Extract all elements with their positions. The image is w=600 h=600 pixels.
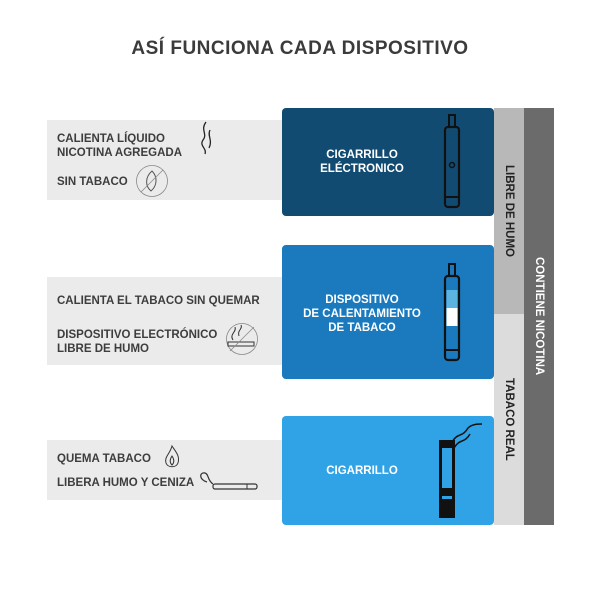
e-cigarette-icon: [443, 114, 461, 209]
no-smoking-icon: [226, 323, 258, 355]
feature-no-tobacco: SIN TABACO: [57, 176, 128, 188]
feature-smoke-ash: LIBERA HUMO Y CENIZA: [57, 477, 195, 489]
device-box-cigarette: CIGARRILLO: [282, 416, 494, 525]
feature-burns-tobacco: QUEMA TABACO: [57, 453, 151, 465]
feature-heats-liquid: CALIENTA LÍQUIDO NICOTINA AGREGADA: [57, 133, 183, 159]
no-leaf-icon: [136, 165, 168, 197]
features-cigarette: QUEMA TABACO LIBERA HUMO Y CENIZA: [47, 440, 283, 500]
flame-icon: [165, 444, 179, 468]
device-label: CIGARRILLO ELÉCTRONICO: [320, 149, 404, 175]
feature-heats-no-burn: CALIENTA EL TABACO SIN QUEMAR: [57, 295, 260, 307]
features-heated-tobacco: CALIENTA EL TABACO SIN QUEMAR DISPOSITIV…: [47, 277, 283, 365]
category-real-tobacco: TABACO REAL: [494, 314, 524, 525]
category-smoke-free: LIBRE DE HUMO: [494, 108, 524, 314]
device-label: DISPOSITIVO DE CALENTAMIENTO DE TABACO: [303, 294, 421, 334]
cigarette-icon: [439, 423, 482, 518]
feature-smoke-free: DISPOSITIVO ELECTRÓNICO LIBRE DE HUMO: [57, 329, 218, 355]
vapor-icon: [201, 121, 212, 155]
burning-cigarette-icon: [200, 472, 258, 490]
features-e-cigarette: CALIENTA LÍQUIDO NICOTINA AGREGADA SIN T…: [47, 120, 283, 200]
category-contains-nicotine: CONTIENE NICOTINA: [524, 108, 554, 525]
device-box-e-cigarette: CIGARRILLO ELÉCTRONICO: [282, 108, 494, 216]
device-box-heated-tobacco: DISPOSITIVO DE CALENTAMIENTO DE TABACO: [282, 245, 494, 379]
heated-tobacco-device-icon: [443, 263, 461, 362]
device-label: CIGARRILLO: [326, 465, 398, 477]
page-title: ASÍ FUNCIONA CADA DISPOSITIVO: [131, 38, 469, 59]
